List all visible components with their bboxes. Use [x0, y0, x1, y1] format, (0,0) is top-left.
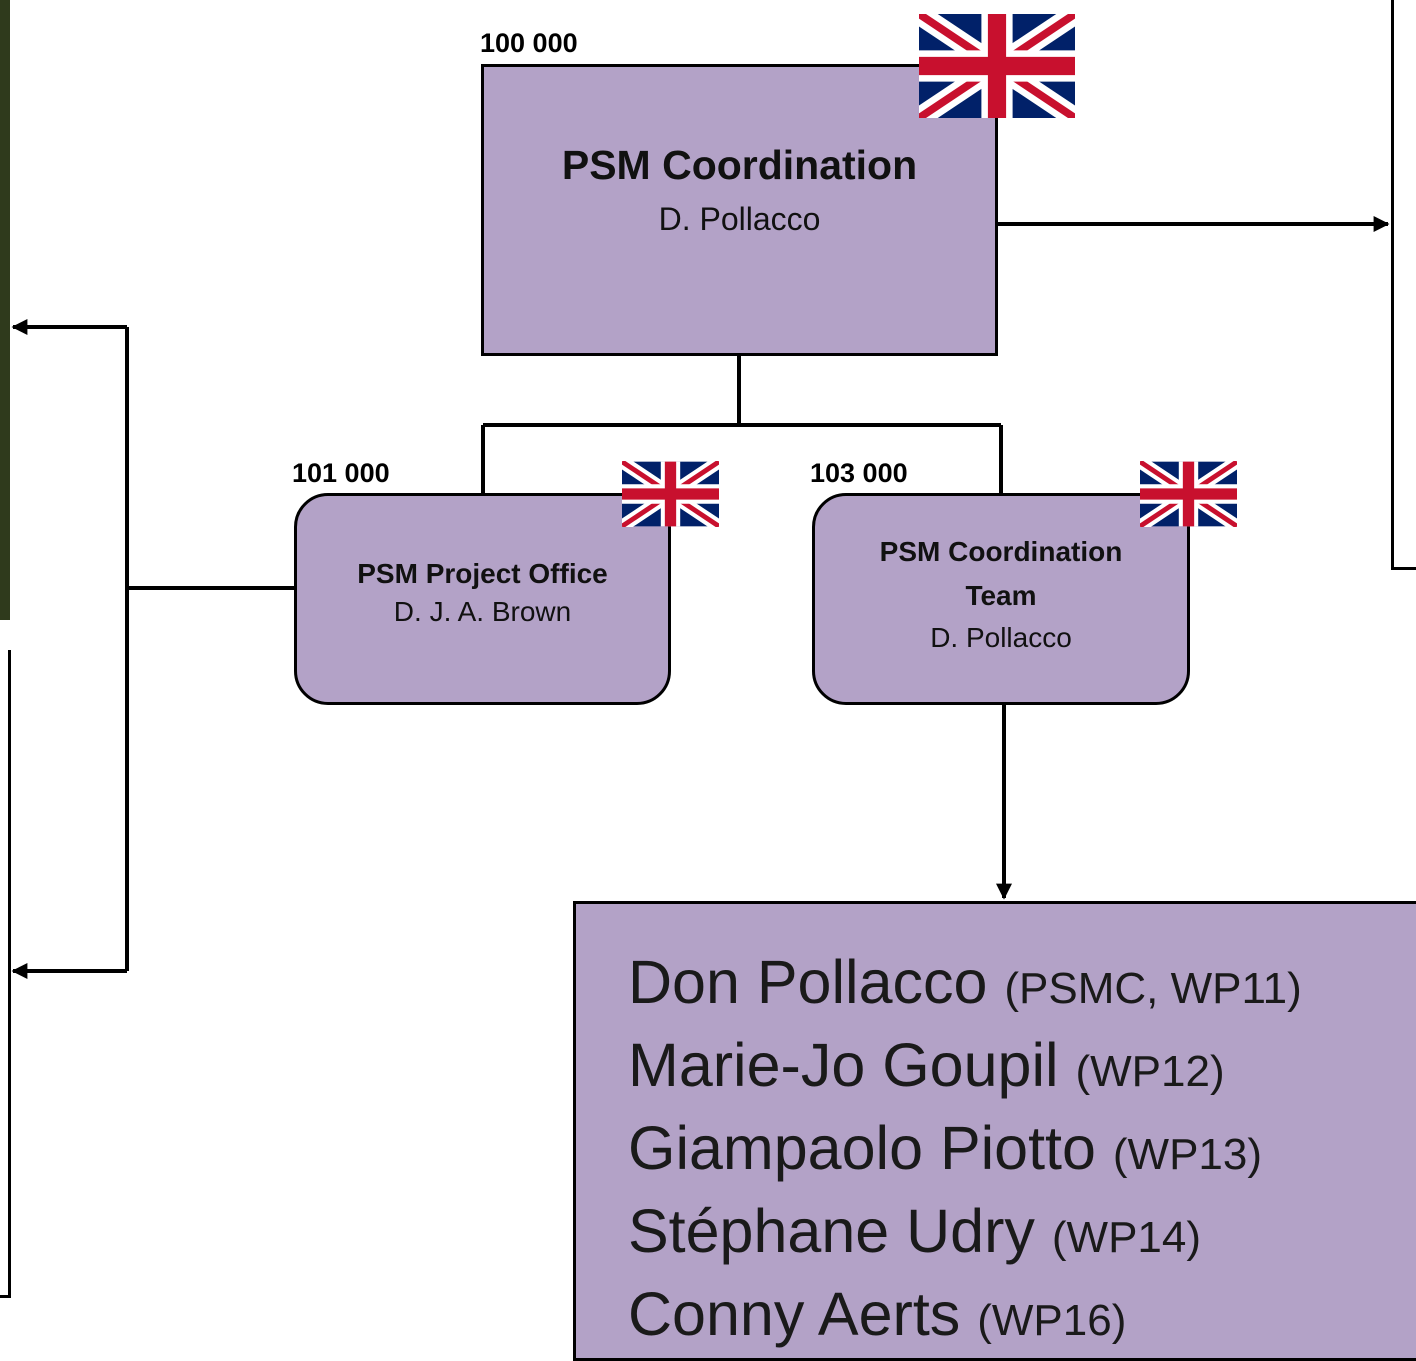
member-role: (PSMC, WP11) — [1004, 964, 1302, 1013]
project-office-person: D. J. A. Brown — [393, 596, 572, 627]
team-member: Stéphane Udry (WP14) — [628, 1193, 1416, 1276]
team-member: Marie-Jo Goupil (WP12) — [628, 1027, 1416, 1110]
coordination-team-person: D. Pollacco — [930, 622, 1072, 653]
member-name: Giampaolo Piotto — [628, 1114, 1096, 1182]
uk-flag-icon — [919, 14, 1075, 118]
coordination-person: D. Pollacco — [658, 201, 821, 237]
team-member: Giampaolo Piotto (WP13) — [628, 1110, 1416, 1193]
left-cropped-panel — [0, 650, 11, 1298]
left-cropped-panel-image — [0, 0, 10, 620]
team-members-box: Don Pollacco (PSMC, WP11) Marie-Jo Goupi… — [573, 901, 1416, 1361]
coordination-title: PSM Coordination — [561, 142, 918, 188]
coordination-team-code: 103 000 — [810, 458, 908, 488]
member-name: Stéphane Udry — [628, 1197, 1035, 1265]
member-role: (WP14) — [1051, 1213, 1202, 1262]
right-cropped-panel — [1391, 0, 1416, 570]
team-member: Conny Aerts (WP16) — [628, 1276, 1416, 1359]
team-member: Don Pollacco (PSMC, WP11) — [628, 944, 1416, 1027]
psm-project-office-box[interactable]: PSM Project Office D. J. A. Brown — [294, 493, 671, 705]
psm-coordination-team-box[interactable]: PSM Coordination Team D. Pollacco — [812, 493, 1190, 705]
member-name: Conny Aerts — [628, 1280, 961, 1348]
project-office-title: PSM Project Office — [357, 558, 608, 589]
uk-flag-icon — [622, 461, 719, 527]
member-name: Don Pollacco — [628, 948, 988, 1016]
project-office-code: 101 000 — [292, 458, 390, 488]
member-role: (WP13) — [1112, 1130, 1263, 1179]
member-role: (WP12) — [1075, 1047, 1225, 1096]
coordination-code: 100 000 — [480, 28, 578, 58]
uk-flag-icon — [1140, 461, 1237, 527]
member-role: (WP16) — [977, 1296, 1127, 1345]
psm-coordination-box[interactable]: PSM Coordination D. Pollacco — [481, 64, 998, 356]
member-name: Marie-Jo Goupil — [628, 1031, 1059, 1099]
coordination-team-title: PSM Coordination Team — [879, 536, 1123, 611]
